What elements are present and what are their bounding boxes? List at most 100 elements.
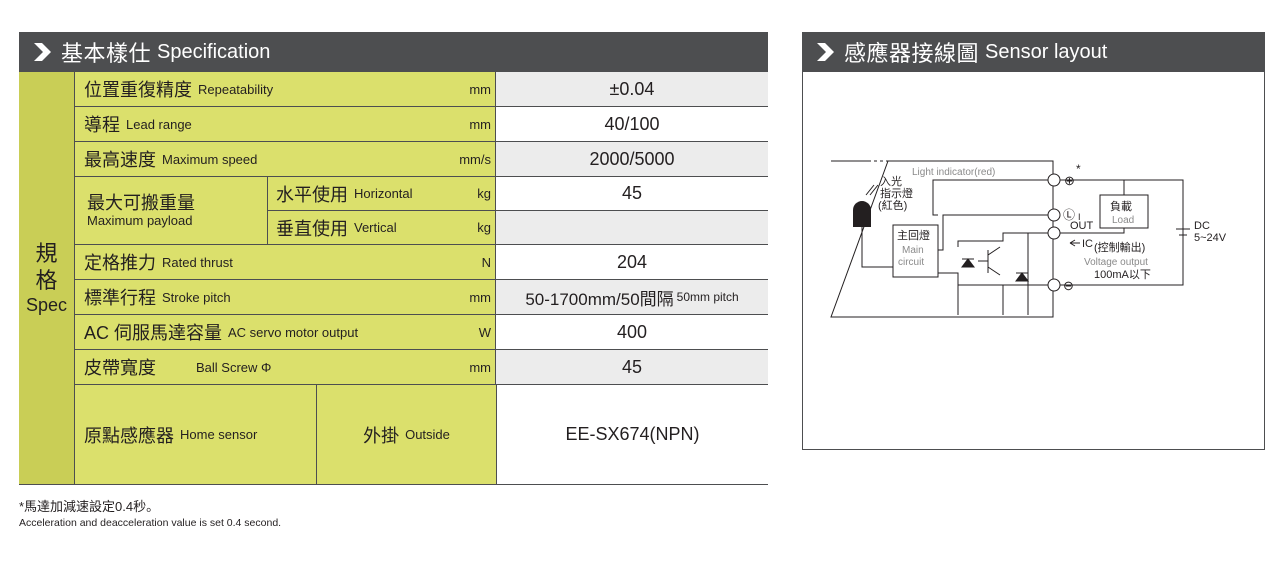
row-label-en: Rated thrust bbox=[162, 254, 233, 270]
row-value: 2000/5000 bbox=[496, 142, 768, 177]
horizontal-zh: 水平使用 bbox=[276, 184, 348, 205]
payload-label-en: Maximum payload bbox=[87, 213, 193, 228]
table-row: 最高速度 Maximum speed mm/s 2000/5000 bbox=[75, 142, 768, 177]
mount-en: Outside bbox=[405, 427, 450, 442]
control-output-label: (控制輸出) bbox=[1094, 240, 1145, 254]
specification-header: 基本樣仕 Specification bbox=[19, 32, 768, 72]
home-sensor-label: 原點感應器 Home sensor bbox=[75, 385, 317, 484]
footnote-en: Acceleration and deacceleration value is… bbox=[19, 517, 282, 529]
payload-vertical-label: 垂直使用 Vertical kg bbox=[268, 211, 496, 245]
horizontal-en: Horizontal bbox=[354, 186, 413, 201]
row-label-en: Stroke pitch bbox=[162, 289, 231, 305]
row-unit: mm bbox=[469, 359, 491, 375]
light-arrow-icon bbox=[865, 184, 879, 196]
payload-horizontal-value: 45 bbox=[496, 177, 768, 211]
dc-range-label: 5~24V bbox=[1194, 232, 1227, 244]
out-label: OUT bbox=[1070, 220, 1094, 232]
sensor-title-zh: 感應器接線圖 bbox=[844, 41, 980, 66]
table-row: 位置重復精度 Repeatability mm ±0.04 bbox=[75, 72, 768, 107]
plus-star: * bbox=[1076, 162, 1081, 176]
spec-table: 規 格 Spec 位置重復精度 Repeatability mm ±0.04 導… bbox=[19, 72, 768, 485]
dc-label: DC bbox=[1194, 220, 1210, 232]
payload-label-zh: 最大可搬重量 bbox=[87, 193, 195, 213]
sensor-wiring-diagram: Light indicator(red) 入光 指示燈 (紅色) 主回燈 Mai… bbox=[830, 160, 1227, 318]
row-value: 40/100 bbox=[496, 107, 768, 142]
row-unit: mm bbox=[469, 116, 491, 132]
l-terminal: Ⓛ bbox=[1063, 208, 1075, 222]
stroke-value-small: 50mm pitch bbox=[676, 290, 739, 304]
specification-panel: 基本樣仕 Specification 規 格 Spec 位置重復精度 Repea… bbox=[19, 32, 768, 485]
led-icon bbox=[853, 201, 871, 227]
chevron-right-icon bbox=[817, 43, 834, 61]
row-label: 位置重復精度 Repeatability mm bbox=[75, 72, 496, 107]
row-label-zh: 位置重復精度 bbox=[84, 80, 192, 100]
sensor-title-en: Sensor layout bbox=[985, 40, 1108, 63]
home-sensor-row: 原點感應器 Home sensor 外掛 Outside EE-SX674(NP… bbox=[75, 385, 768, 484]
row-label-zh: 皮帶寬度 bbox=[84, 358, 156, 378]
row-label: AC 伺服馬達容量 AC servo motor output W bbox=[75, 315, 496, 350]
ic-label: IC bbox=[1082, 238, 1093, 250]
table-row: 標準行程 Stroke pitch mm 50-1700mm/50間隔 50mm… bbox=[75, 280, 768, 315]
spec-title-zh: 基本樣仕 bbox=[61, 41, 152, 66]
bar-mark: I bbox=[1078, 212, 1081, 222]
red-label: (紅色) bbox=[878, 198, 907, 212]
table-row: 定格推力 Rated thrust N 204 bbox=[75, 245, 768, 280]
table-row: 皮帶寬度 Ball Screw Φ mm 45 bbox=[75, 350, 768, 385]
stroke-value-main: 50-1700mm/50間隔 bbox=[525, 289, 674, 309]
spec-title-en: Specification bbox=[157, 40, 271, 63]
row-unit: N bbox=[481, 254, 491, 270]
vertical-zh: 垂直使用 bbox=[276, 218, 348, 239]
row-label-en: Ball Screw Φ bbox=[196, 359, 272, 375]
mount-zh: 外掛 bbox=[363, 425, 400, 446]
row-label-en: Maximum speed bbox=[162, 151, 258, 167]
sensor-header: 感應器接線圖 Sensor layout bbox=[802, 32, 1265, 72]
light-indicator-label: Light indicator(red) bbox=[912, 167, 995, 178]
current-arrow-icon bbox=[1069, 239, 1080, 247]
row-label-zh: AC 伺服馬達容量 bbox=[84, 323, 223, 343]
row-value: ±0.04 bbox=[496, 72, 768, 107]
side-label-zh-1: 規 bbox=[35, 241, 58, 266]
vertical-unit: kg bbox=[477, 220, 491, 235]
payload-block: 最大可搬重量 Maximum payload 水平使用 Horizontal k… bbox=[75, 177, 768, 245]
table-row: AC 伺服馬達容量 AC servo motor output W 400 bbox=[75, 315, 768, 350]
home-label-en: Home sensor bbox=[180, 427, 258, 442]
voltage-output-label: Voltage output bbox=[1084, 257, 1148, 268]
row-value: 400 bbox=[496, 315, 768, 350]
row-label: 導程 Lead range mm bbox=[75, 107, 496, 142]
row-label: 皮帶寬度 Ball Screw Φ mm bbox=[75, 350, 496, 385]
load-zh: 負載 bbox=[1110, 200, 1132, 213]
load-en: Load bbox=[1112, 215, 1134, 226]
home-label-zh: 原點感應器 bbox=[84, 425, 174, 446]
row-label: 定格推力 Rated thrust N bbox=[75, 245, 496, 280]
zener-diode-icon bbox=[961, 258, 975, 268]
side-label-zh-2: 格 bbox=[35, 268, 58, 293]
row-label-en: AC servo motor output bbox=[228, 324, 359, 340]
row-label-zh: 最高速度 bbox=[84, 150, 156, 170]
vertical-en: Vertical bbox=[354, 220, 397, 235]
footnote: *馬達加減速設定0.4秒。 Acceleration and deacceler… bbox=[19, 496, 281, 529]
row-unit: mm bbox=[469, 81, 491, 97]
row-label-en: Repeatability bbox=[198, 81, 274, 97]
main-label: Main bbox=[902, 245, 924, 256]
row-label: 標準行程 Stroke pitch mm bbox=[75, 280, 496, 315]
side-label-en: Spec bbox=[25, 295, 68, 315]
footnote-zh: *馬達加減速設定0.4秒。 bbox=[19, 499, 160, 514]
row-label-zh: 定格推力 bbox=[84, 253, 156, 273]
row-unit: W bbox=[478, 324, 491, 340]
row-label-zh: 標準行程 bbox=[84, 288, 156, 308]
payload-vertical-value bbox=[496, 211, 768, 245]
table-row: 導程 Lead range mm 40/100 bbox=[75, 107, 768, 142]
zener-diode-icon bbox=[1015, 272, 1029, 282]
row-label: 最高速度 Maximum speed mm/s bbox=[75, 142, 496, 177]
row-unit: mm bbox=[469, 289, 491, 305]
battery-icon bbox=[1176, 228, 1190, 236]
home-sensor-value: EE-SX674(NPN) bbox=[497, 385, 768, 484]
row-value: 45 bbox=[496, 350, 768, 385]
row-value: 204 bbox=[496, 245, 768, 280]
row-label-en: Lead range bbox=[126, 116, 192, 132]
transistor-icon bbox=[978, 246, 1001, 276]
in-light-label: 入光 bbox=[880, 174, 902, 188]
row-value: 50-1700mm/50間隔 50mm pitch bbox=[496, 280, 768, 315]
row-label-zh: 導程 bbox=[84, 115, 120, 135]
home-sensor-mount: 外掛 Outside bbox=[317, 385, 497, 484]
